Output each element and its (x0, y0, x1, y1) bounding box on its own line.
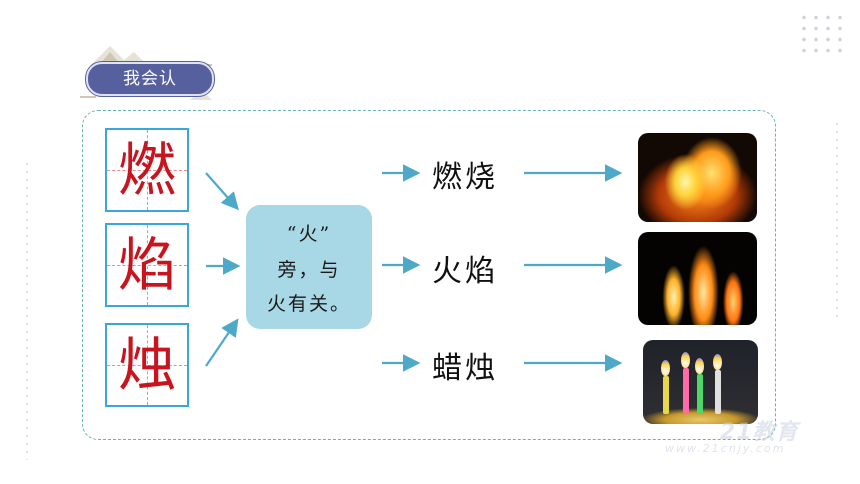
dotted-line-decoration (836, 120, 838, 320)
dotted-line-decoration (26, 160, 28, 460)
character-zhu: 烛 (117, 331, 176, 399)
character-grid: 焰 (105, 223, 189, 307)
character-ran: 燃 (117, 136, 176, 204)
character-yan: 焰 (117, 231, 176, 299)
explanation-line: 旁，与 (277, 259, 341, 281)
word-lazhu: 蜡烛 (432, 351, 498, 386)
arrow-icon (205, 318, 239, 367)
bonfire-photo (638, 133, 757, 222)
word-huoyan: 火焰 (432, 254, 498, 289)
dot-grid-decoration (798, 12, 848, 56)
explanation-line: 火有关。 (266, 293, 351, 315)
explanation-line: “火” (286, 223, 332, 245)
word-ranshao: 燃烧 (432, 160, 498, 195)
flame-photo (638, 232, 757, 325)
title-badge: 我会认 (86, 62, 214, 96)
watermark-brand: 21教育 (720, 420, 799, 445)
watermark-url: www.21cnjy.com (665, 442, 786, 455)
candles-photo (643, 340, 758, 424)
arrow-icon (205, 172, 239, 211)
radical-explanation-box: “火” 旁，与 火有关。 (246, 205, 372, 329)
content-frame (82, 110, 776, 440)
character-grid: 烛 (105, 323, 189, 407)
character-grid: 燃 (105, 128, 189, 212)
